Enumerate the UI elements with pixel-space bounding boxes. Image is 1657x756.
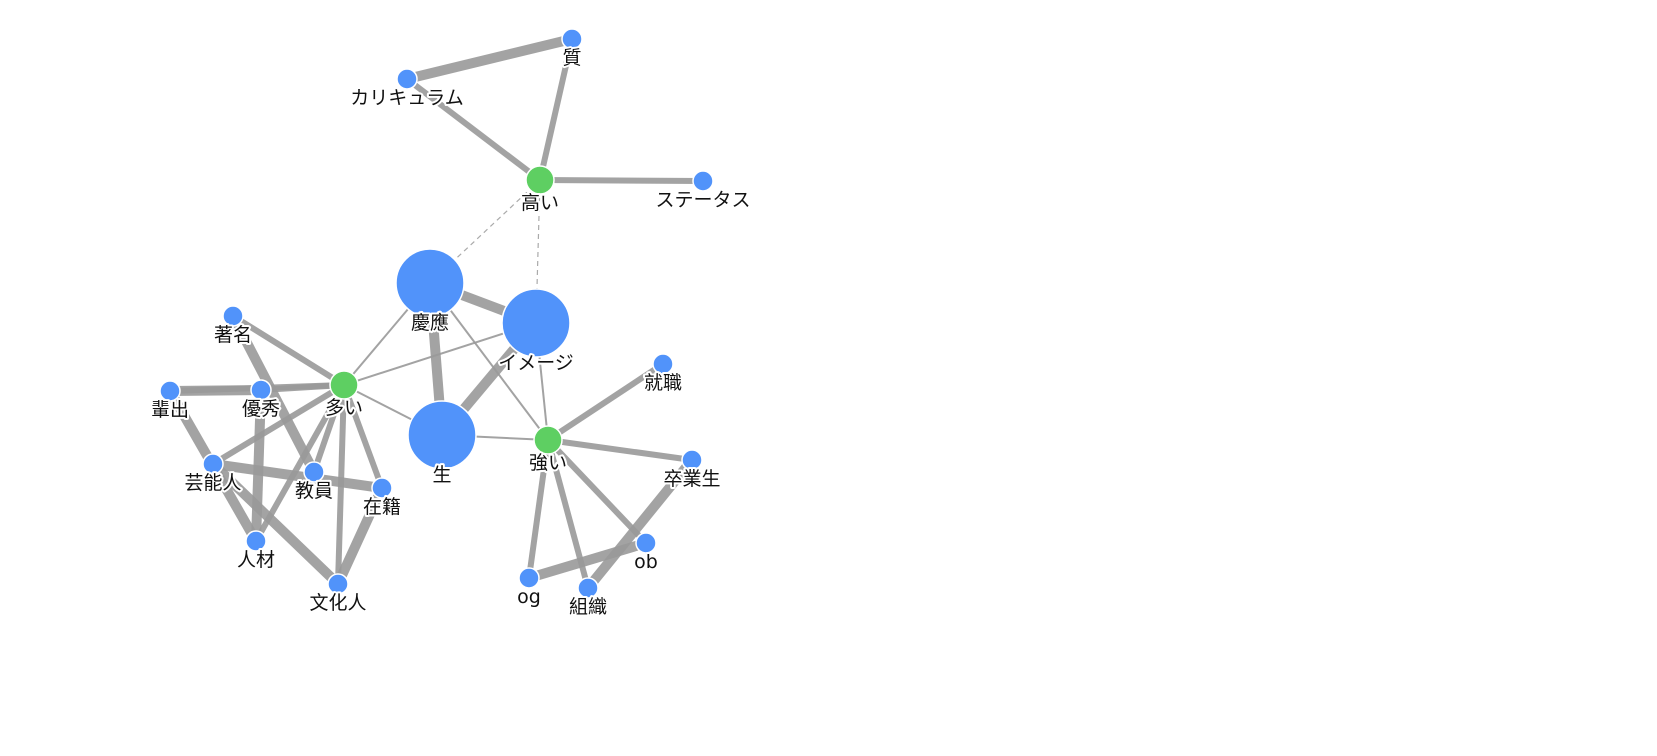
- node-label-keio: 慶應: [411, 311, 449, 334]
- node-sotsugyosei[interactable]: [681, 449, 703, 471]
- node-chomei[interactable]: [222, 305, 244, 327]
- edge-ooi-zaiseki: [341, 383, 385, 490]
- node-label-chomei: 著名: [214, 324, 252, 346]
- node-zaiseki[interactable]: [371, 477, 393, 499]
- node-jinzai[interactable]: [245, 530, 267, 552]
- edges-layer: [165, 34, 704, 592]
- node-sei[interactable]: [407, 400, 477, 470]
- edge-shitsu-takai: [537, 38, 575, 181]
- node-status[interactable]: [692, 170, 714, 192]
- edge-tsuyoi-ob: [545, 437, 649, 546]
- node-yushu[interactable]: [250, 379, 272, 401]
- edge-takai-status: [539, 177, 704, 184]
- node-label-sotsugyosei: 卒業生: [663, 468, 720, 490]
- node-label-og: og: [517, 586, 541, 608]
- node-keio[interactable]: [395, 248, 465, 318]
- node-bunkajin[interactable]: [327, 573, 349, 595]
- node-soshiki[interactable]: [577, 577, 599, 599]
- node-label-zaiseki: 在籍: [363, 496, 401, 518]
- node-label-sei: 生: [432, 464, 451, 486]
- edge-geinojin-bunkajin: [209, 460, 342, 588]
- edge-soshiki-sotsugyosei: [584, 456, 696, 592]
- node-label-geinojin: 芸能人: [184, 472, 241, 494]
- node-takai[interactable]: [525, 165, 555, 195]
- edge-geinojin-zaiseki: [212, 459, 383, 493]
- node-label-bunkajin: 文化人: [309, 592, 366, 614]
- node-label-curriculum: カリキュラム: [350, 87, 463, 109]
- node-label-yushu: 優秀: [242, 398, 280, 420]
- edge-curriculum-takai: [405, 76, 542, 183]
- node-label-takai: 高い: [521, 192, 559, 214]
- node-og[interactable]: [518, 567, 540, 589]
- edge-ooi-chomei: [231, 313, 346, 388]
- node-label-jinzai: 人材: [237, 549, 275, 571]
- edge-tsuyoi-shushoku: [546, 361, 665, 443]
- node-label-status: ステータス: [655, 189, 750, 211]
- node-shitsu[interactable]: [561, 28, 583, 50]
- node-shushoku[interactable]: [652, 353, 674, 375]
- edge-og-ob: [527, 538, 648, 583]
- node-label-image: イメージ: [498, 352, 574, 374]
- node-ooi[interactable]: [329, 370, 359, 400]
- node-kyoin[interactable]: [303, 461, 325, 483]
- node-curriculum[interactable]: [396, 68, 418, 90]
- edge-chomei-kyoin: [228, 313, 319, 475]
- node-tsuyoi[interactable]: [533, 425, 563, 455]
- node-label-tsuyoi: 強い: [529, 452, 567, 474]
- node-label-ooi: 多い: [325, 397, 363, 419]
- node-label-kyoin: 教員: [295, 480, 333, 502]
- node-label-ob: ob: [634, 551, 658, 573]
- edge-takai-keio: [429, 179, 541, 284]
- node-geinojin[interactable]: [202, 453, 224, 475]
- node-label-shitsu: 質: [562, 47, 581, 69]
- node-label-soshiki: 組織: [569, 596, 607, 618]
- edge-ooi-geinojin: [211, 382, 346, 467]
- node-haishutsu[interactable]: [159, 380, 181, 402]
- node-image[interactable]: [501, 288, 571, 358]
- edge-haishutsu-yushu: [169, 385, 262, 396]
- node-label-haishutsu: 輩出: [151, 399, 189, 421]
- edge-tsuyoi-sotsugyosei: [547, 437, 693, 463]
- nodes-layer: [159, 28, 714, 599]
- node-ob[interactable]: [635, 532, 657, 554]
- edge-tsuyoi-og: [526, 439, 551, 579]
- edge-curriculum-shitsu: [405, 34, 574, 84]
- edge-zaiseki-bunkajin: [333, 485, 387, 587]
- node-label-shushoku: 就職: [644, 372, 682, 394]
